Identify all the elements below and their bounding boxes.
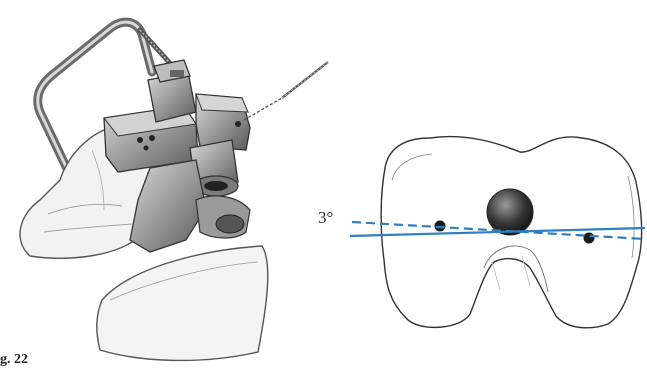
condyle-diagram (350, 137, 645, 328)
instrument-illustration (20, 22, 328, 360)
angle-label: 3° (318, 208, 333, 228)
pin-hole-right (584, 233, 595, 244)
tibia-bone (97, 246, 268, 360)
central-hole (487, 189, 533, 235)
figure-caption: g. 22 (0, 352, 28, 368)
